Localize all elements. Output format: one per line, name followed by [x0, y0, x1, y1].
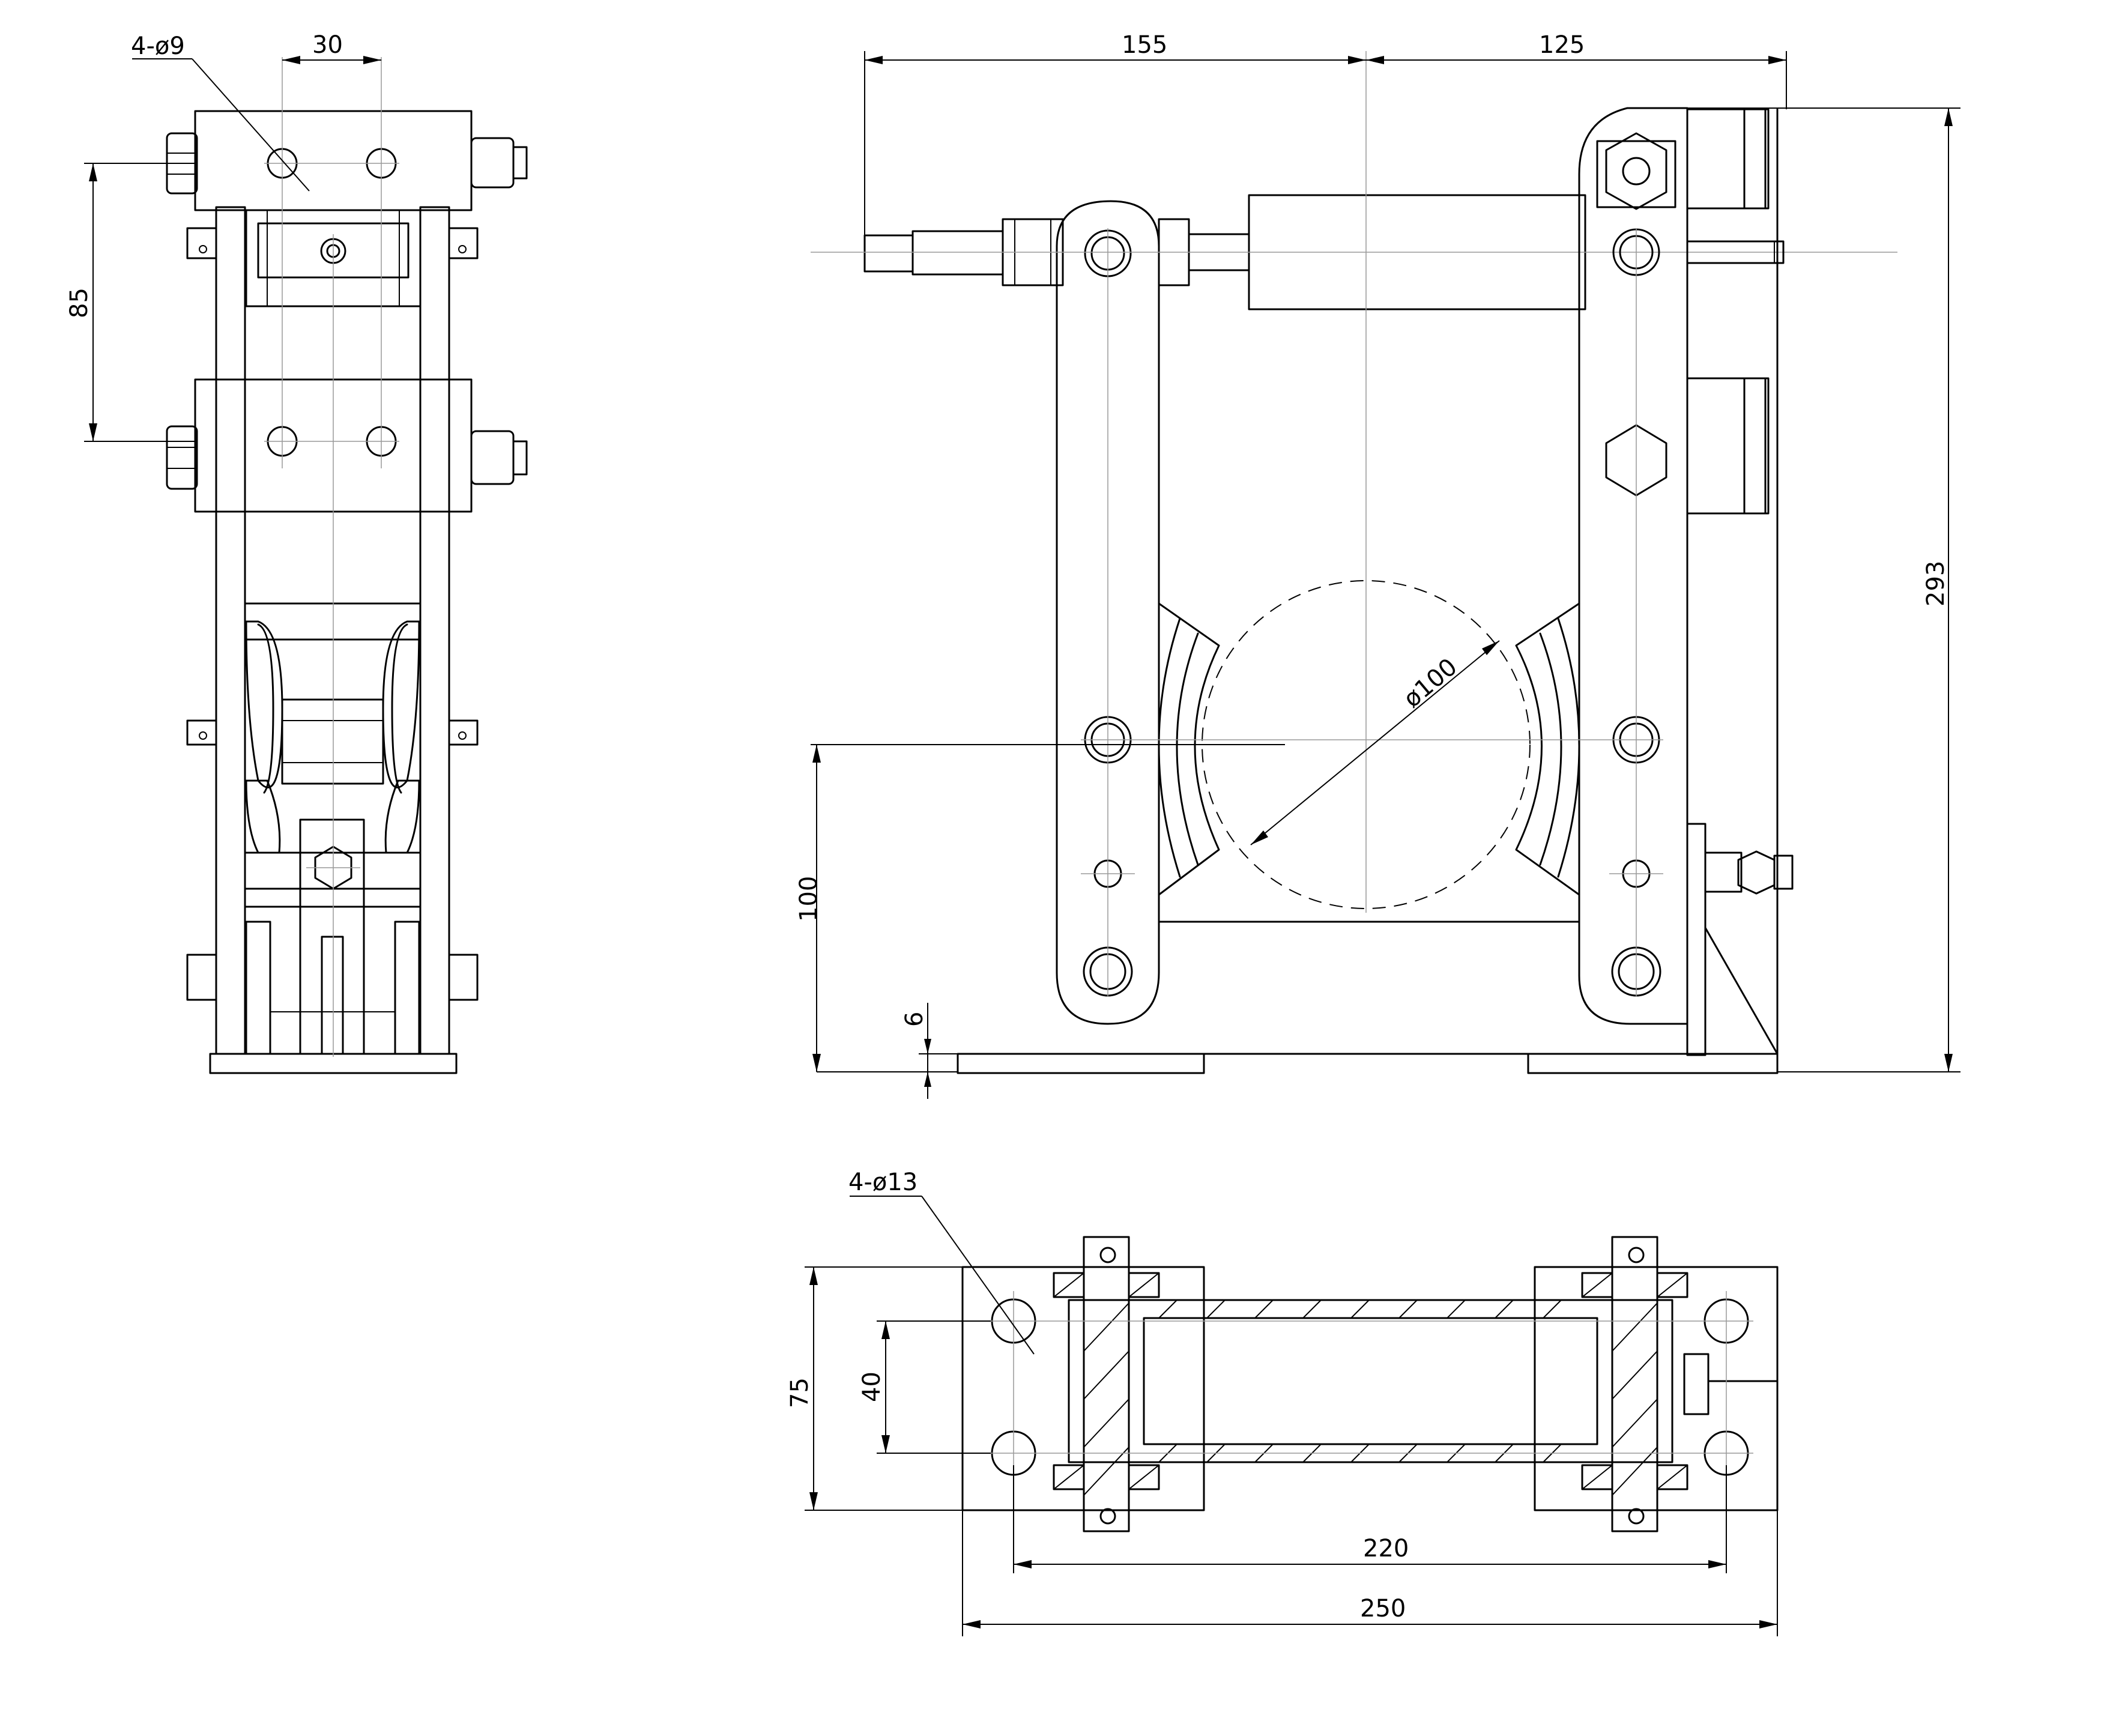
side-bolt-top-right	[470, 137, 528, 189]
side-bolt-mid-right	[470, 430, 528, 485]
front-dim-total-height: 293	[1922, 561, 1950, 606]
front-dim-left-width: 155	[1122, 31, 1167, 59]
front-dim-wheel-diameter: ø100	[1398, 653, 1463, 713]
side-bolt-mid-left	[166, 425, 198, 490]
side-dim-hole-spacing: 30	[312, 31, 343, 59]
front-view-dimensions: 155 125 293 100 6 ø100	[795, 31, 1960, 1099]
plan-dim-hole-spacing: 220	[1363, 1535, 1409, 1562]
plan-view	[961, 1236, 1779, 1532]
front-dim-base-thickness: 6	[901, 1012, 928, 1027]
front-dim-right-width: 125	[1539, 31, 1585, 59]
side-view-dimensions: 30 85 4-ø9	[65, 31, 381, 442]
front-view	[811, 51, 1897, 1074]
plan-hole-callout: 4-ø13	[848, 1169, 917, 1196]
side-hole-callout: 4-ø9	[131, 32, 185, 60]
plan-dim-inner-depth: 40	[858, 1372, 886, 1402]
side-view	[166, 57, 528, 1074]
plan-dim-base-length: 250	[1360, 1595, 1406, 1623]
front-dim-center-height: 100	[795, 876, 823, 922]
plan-view-dimensions: 75 40 220 250 4-ø13	[786, 1169, 1778, 1636]
plan-dim-base-depth: 75	[786, 1378, 814, 1408]
side-dim-vertical-spacing: 85	[65, 288, 93, 318]
